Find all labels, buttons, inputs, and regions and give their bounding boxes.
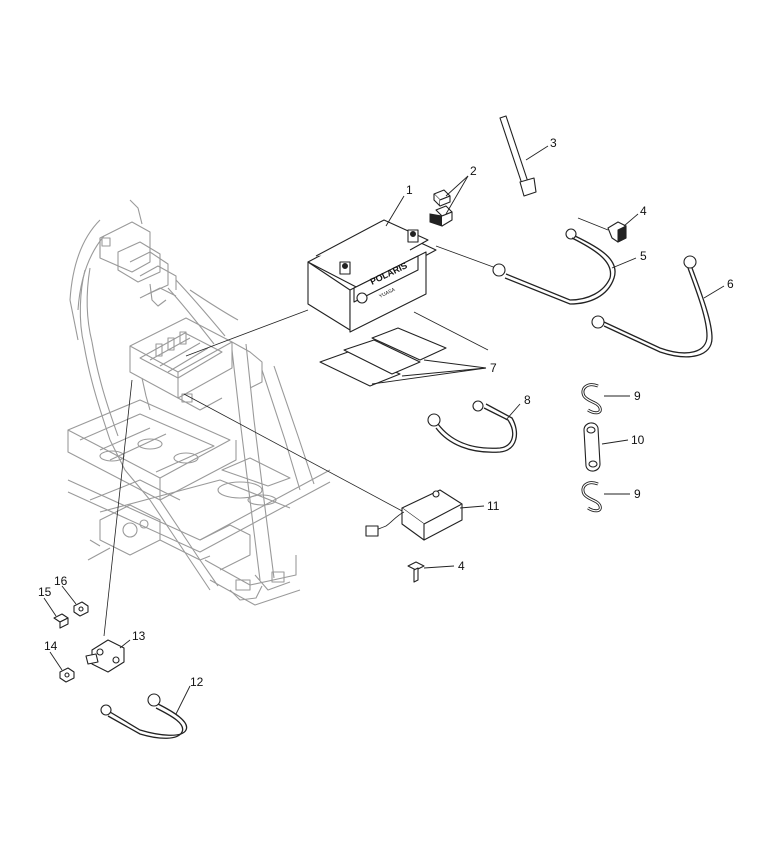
- bolt-15: [53, 613, 69, 629]
- battery: POLARIS YUASA: [307, 219, 437, 333]
- callout-16: 16: [54, 574, 68, 588]
- ground-cable: [427, 400, 518, 453]
- callout-7: 7: [490, 361, 497, 375]
- frame-ground-cable: [100, 693, 188, 739]
- callout-13: 13: [132, 629, 146, 643]
- bolt-lower: [407, 561, 425, 583]
- assembly-guide-lines: [103, 217, 609, 637]
- battery-cable-long: [591, 255, 713, 358]
- callout-12: 12: [190, 675, 204, 689]
- callout-11: 11: [487, 499, 500, 513]
- terminal-bolt-and-nut: [429, 189, 453, 227]
- callout-15: 15: [38, 585, 52, 599]
- callout-4-lower: 4: [458, 559, 465, 573]
- callout-14: 14: [44, 639, 58, 653]
- callout-5: 5: [640, 249, 647, 263]
- bolt-upper: [607, 221, 627, 243]
- callout-1: 1: [406, 183, 413, 197]
- callout-6: 6: [727, 277, 734, 291]
- terminal-block: [85, 639, 125, 673]
- callout-9-upper: 9: [634, 389, 641, 403]
- battery-cable-short: [492, 228, 616, 305]
- nut-16: [73, 601, 89, 617]
- clip-upper: [581, 383, 602, 415]
- vehicle-frame: [67, 199, 331, 606]
- nut-14: [59, 667, 75, 683]
- callout-4-upper: 4: [640, 204, 647, 218]
- callout-2: 2: [470, 164, 477, 178]
- callout-8: 8: [524, 393, 531, 407]
- callout-10: 10: [631, 433, 645, 447]
- electrical-module: [365, 489, 463, 541]
- callout-3: 3: [550, 136, 557, 150]
- battery-strap: [499, 115, 537, 197]
- callout-labels: 1 2 3 4 5 6 7 8 9 10 9 11 4 12 13 14 15 …: [38, 136, 734, 689]
- link-bracket: [583, 422, 601, 472]
- battery-pads: [319, 327, 447, 387]
- leader-lines: [43, 145, 725, 715]
- callout-9-lower: 9: [634, 487, 641, 501]
- clip-lower: [581, 481, 602, 513]
